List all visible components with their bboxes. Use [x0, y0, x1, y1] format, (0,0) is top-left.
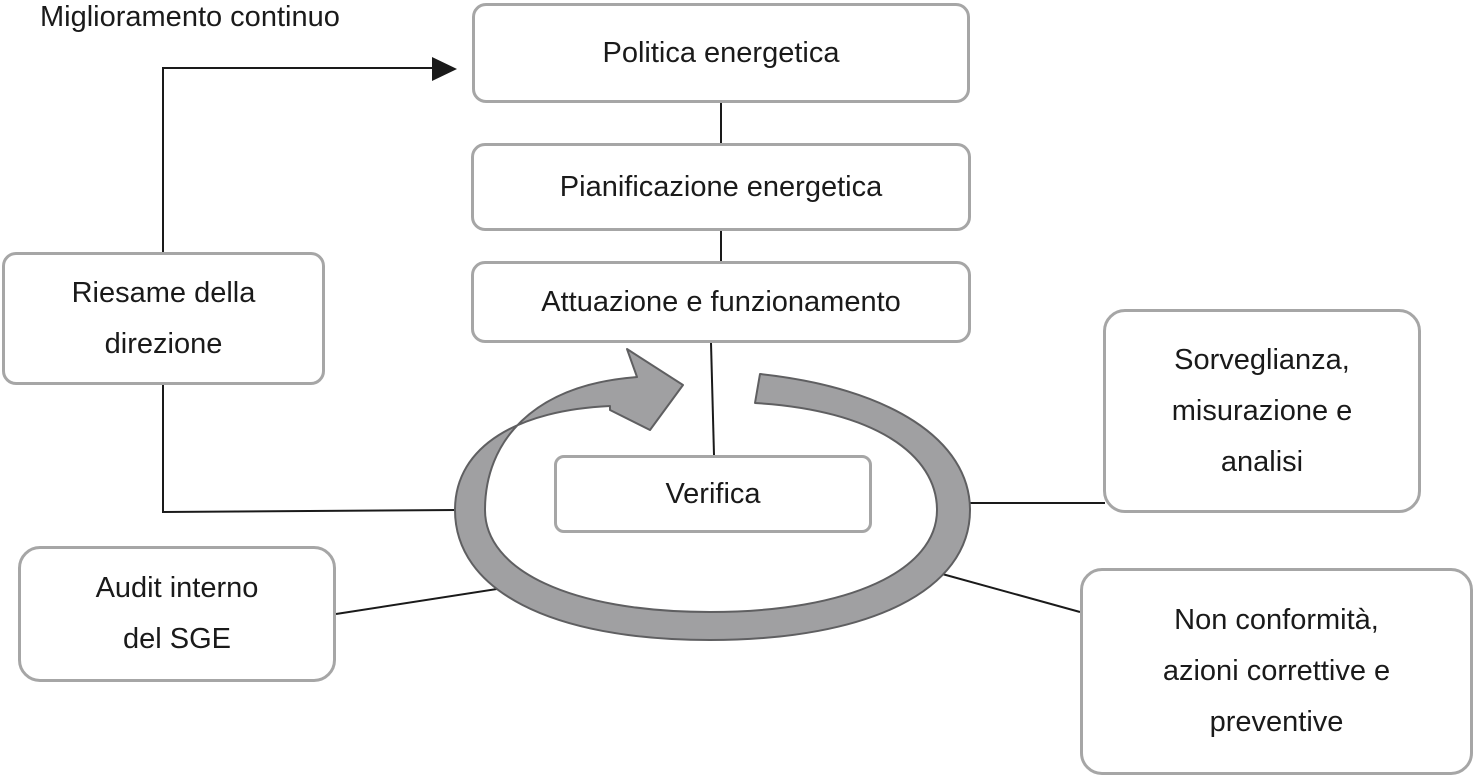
cycle-to-audit-connector	[335, 586, 511, 615]
box-label: Non conformità, azioni correttive e prev…	[1162, 604, 1391, 738]
box-attuazione-funzionamento: Attuazione e funzionamento	[471, 261, 971, 343]
cycle-arrow	[454, 348, 971, 641]
feedback-connector	[162, 67, 437, 252]
box-label: Politica energetica	[602, 36, 840, 69]
box-pianificazione-energetica: Pianificazione energetica	[471, 143, 971, 231]
box-non-conformita: Non conformità, azioni correttive e prev…	[1080, 568, 1473, 775]
feedback-arrowhead	[432, 57, 457, 81]
box-label: Sorveglianza, misurazione e analisi	[1171, 343, 1353, 478]
box-label: Pianificazione energetica	[559, 170, 883, 203]
box-label: Attuazione e funzionamento	[541, 285, 901, 318]
box-sorveglianza: Sorveglianza, misurazione e analisi	[1103, 309, 1421, 513]
attuazione-to-verifica-connector	[710, 342, 715, 456]
box-audit-interno: Audit interno del SGE	[18, 546, 336, 682]
riesame-to-cycle-connector	[162, 385, 458, 514]
box-label: Riesame della direzione	[71, 276, 256, 360]
box-label: Audit interno del SGE	[95, 572, 259, 655]
box-riesame-direzione: Riesame della direzione	[2, 252, 325, 385]
box-label: Verifica	[665, 477, 761, 510]
box-verifica: Verifica	[554, 455, 872, 533]
box-politica-energetica: Politica energetica	[472, 3, 970, 103]
cycle-to-non-conformita-connector	[934, 571, 1081, 613]
continuous-improvement-label: Miglioramento continuo	[40, 1, 340, 33]
